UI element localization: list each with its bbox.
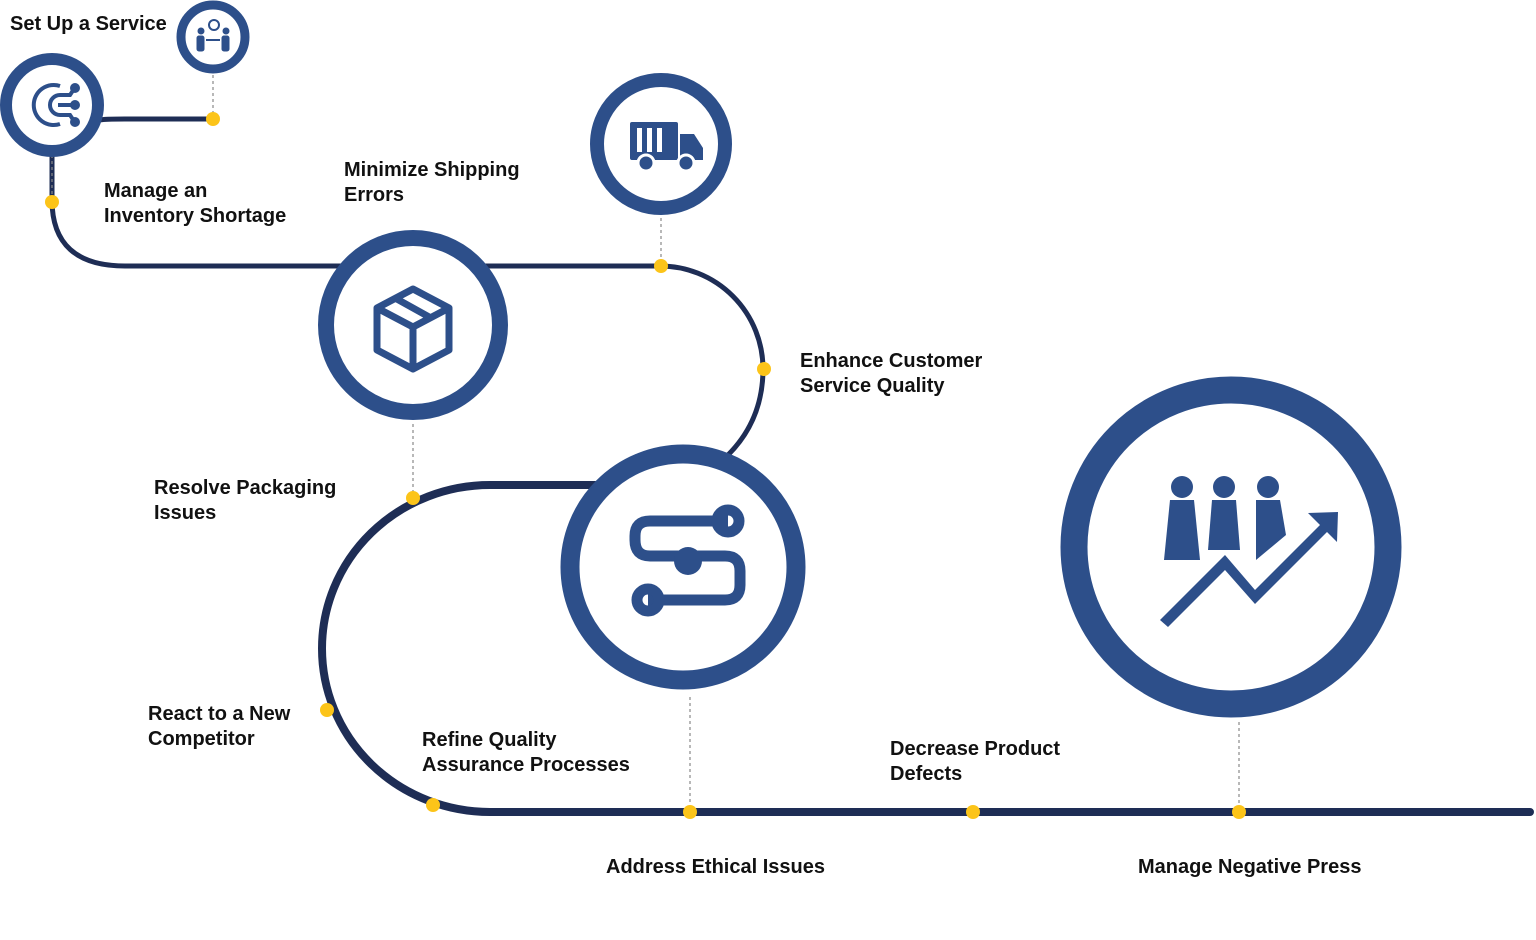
delivery-truck-icon — [630, 122, 703, 173]
label-quality-assurance: Refine Quality Assurance Processes — [422, 729, 630, 776]
milestone-dot — [966, 805, 980, 819]
milestone-dot — [426, 798, 440, 812]
route-path-icon — [629, 504, 746, 617]
package-box-icon — [373, 285, 453, 373]
label-ethical-issues: Address Ethical Issues — [606, 856, 825, 878]
label-shipping-errors: Minimize Shipping Errors — [344, 159, 520, 206]
milestone-dot — [683, 805, 697, 819]
label-product-defects: Decrease Product Defects — [890, 738, 1061, 785]
label-packaging-issues: Resolve Packaging Issues — [154, 477, 337, 524]
milestone-dot — [757, 362, 771, 376]
label-negative-press: Manage Negative Press — [1138, 856, 1362, 878]
milestone-dot — [45, 195, 59, 209]
milestone-dot — [206, 112, 220, 126]
milestone-dots — [45, 112, 1246, 819]
label-set-up-service: Set Up a Service — [10, 13, 167, 35]
milestone-dot — [406, 491, 420, 505]
label-customer-service: Enhance Customer Service Quality — [800, 350, 983, 397]
people-growth-icon — [1160, 476, 1338, 627]
milestone-dot — [654, 259, 668, 273]
gear-circuit-icon — [31, 83, 80, 127]
milestone-dot — [320, 703, 334, 717]
connector-lines — [51, 75, 1240, 812]
label-new-competitor: React to a New Competitor — [148, 703, 291, 750]
milestone-dot — [1232, 805, 1246, 819]
label-inventory-shortage: Manage an Inventory Shortage — [104, 180, 287, 227]
step-circle-service — [176, 0, 250, 74]
people-idea-icon — [196, 19, 230, 52]
